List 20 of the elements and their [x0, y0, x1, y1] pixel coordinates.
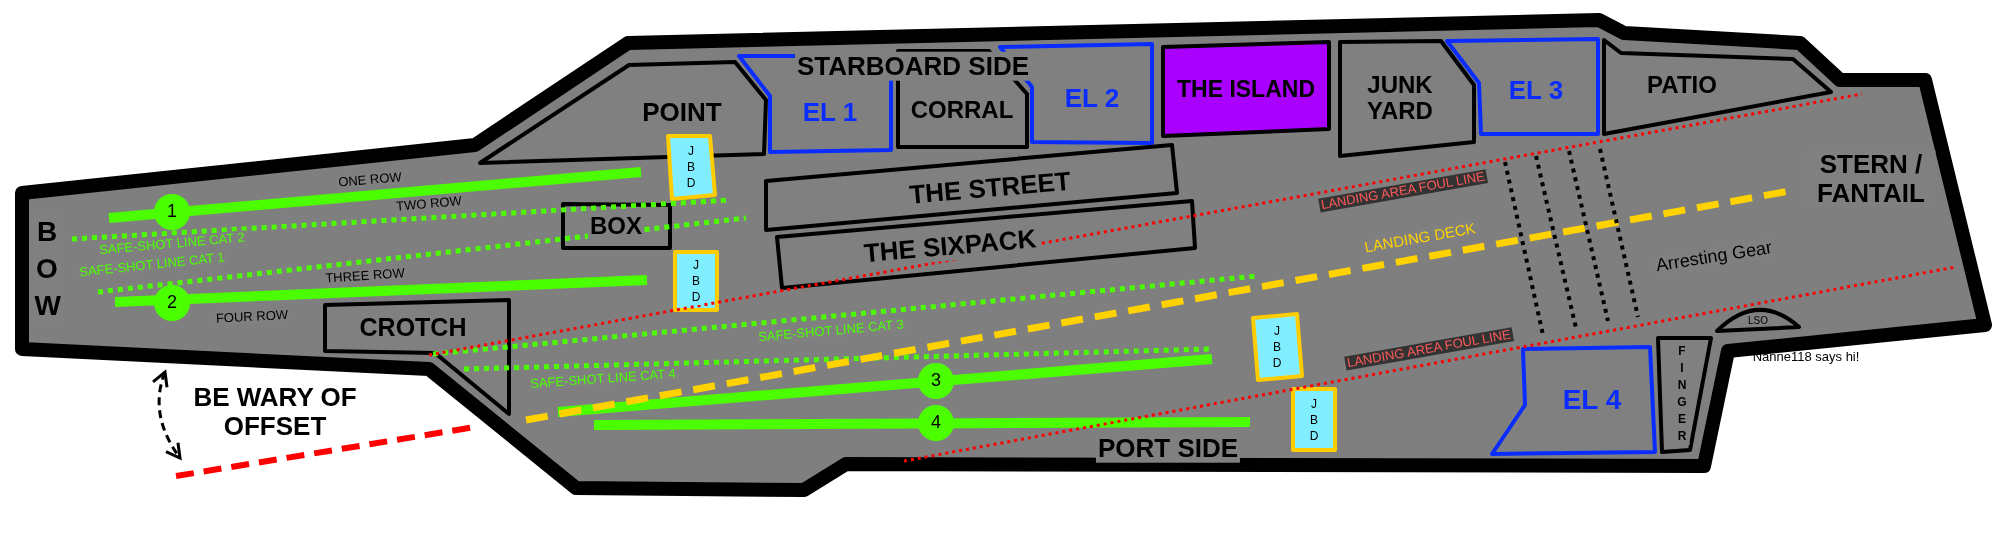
deck-zone — [1656, 336, 1713, 454]
catapult-marker — [918, 405, 954, 441]
deck-zone — [561, 202, 672, 250]
catapult-marker — [154, 194, 190, 230]
deck-zone — [1602, 38, 1833, 136]
elevator-zone — [1445, 37, 1600, 136]
carrier-deck — [15, 13, 1992, 497]
jet-blast-deflector — [1251, 312, 1304, 382]
jet-blast-deflector — [666, 134, 717, 201]
jet-blast-deflector — [673, 250, 719, 312]
lso-platform — [1715, 308, 1801, 333]
island-block — [1161, 40, 1331, 138]
zone-label: LSO — [1746, 314, 1770, 326]
deck-zone — [1338, 39, 1476, 158]
deck-zone — [323, 298, 511, 416]
area-label: STARBOARD SIDE — [794, 51, 1032, 81]
catapult-marker — [154, 285, 190, 321]
jet-blast-deflector — [1291, 387, 1337, 452]
catapult-marker — [918, 363, 954, 399]
warning-note: BE WARY OF OFFSET — [192, 383, 358, 441]
